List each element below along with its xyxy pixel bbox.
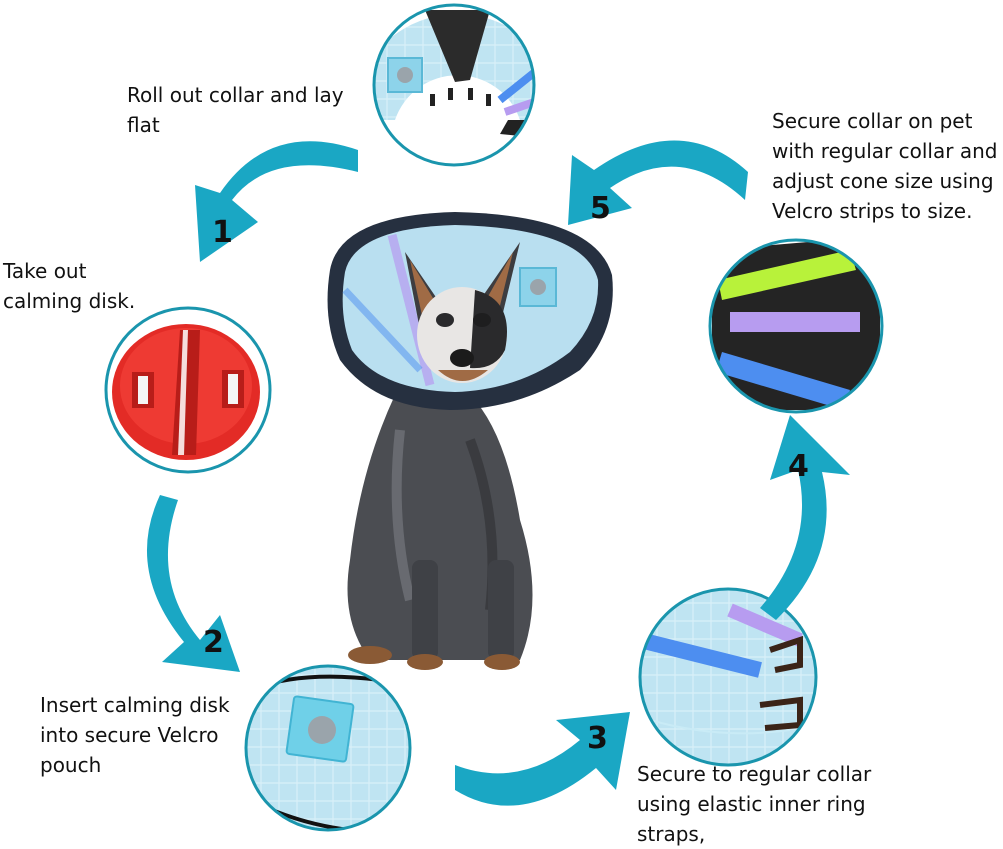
elastic-straps-photo bbox=[638, 587, 818, 767]
arrow-3 bbox=[455, 712, 630, 806]
step-5-caption: Secure collar on pet with regular collar… bbox=[772, 109, 998, 223]
step-number-5: 5 bbox=[590, 191, 611, 226]
arrow-5 bbox=[568, 140, 748, 225]
step-2-caption: Take out calming disk. bbox=[3, 259, 136, 313]
step-number-1: 1 bbox=[212, 215, 233, 250]
arrow-4 bbox=[760, 415, 850, 620]
rolled-collar-photo bbox=[372, 3, 536, 167]
velcro-strips-photo bbox=[708, 238, 884, 414]
step-1-caption: Roll out collar and lay flat bbox=[127, 83, 344, 137]
step-4-caption: Secure to regular collar using elastic i… bbox=[637, 762, 872, 846]
step-number-4: 4 bbox=[788, 449, 809, 484]
dog-with-cone-photo bbox=[327, 212, 613, 670]
step-3-caption: Insert calming disk into secure Velcro p… bbox=[40, 693, 230, 777]
velcro-pouch-photo bbox=[244, 664, 412, 832]
step-number-3: 3 bbox=[587, 721, 608, 756]
calming-disk-photo bbox=[104, 306, 272, 474]
arrow-2 bbox=[146, 495, 240, 672]
arrow-1 bbox=[195, 141, 358, 262]
step-number-2: 2 bbox=[203, 625, 224, 660]
